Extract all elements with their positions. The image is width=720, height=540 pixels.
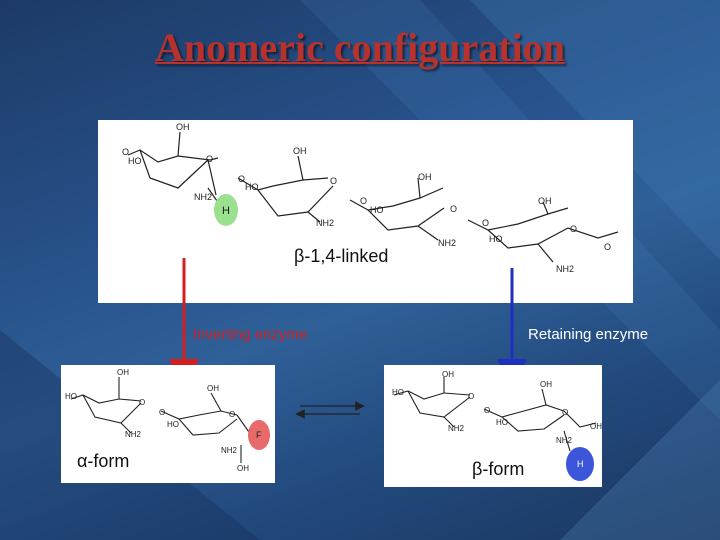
atom-nh2-4: NH2 — [556, 264, 574, 274]
retaining-enzyme-label: Retaining enzyme — [528, 326, 649, 343]
page-title: Anomeric configuration — [155, 25, 565, 70]
beta-atom-nh2-2: NH2 — [556, 436, 573, 445]
beta-atom-ho-1: HO — [392, 388, 404, 397]
atom-oh-4: OH — [538, 196, 552, 206]
atom-o-8: O — [570, 224, 577, 234]
atom-o-9: O — [604, 242, 611, 252]
beta-atom-ho-2: HO — [496, 418, 508, 427]
atom-ho-1: HO — [128, 156, 142, 166]
highlight-f-red — [248, 420, 270, 450]
alpha-atom-oh-3: OH — [237, 464, 249, 473]
atom-o-2: O — [206, 154, 213, 164]
alpha-atom-oh-2: OH — [207, 384, 219, 393]
atom-ho-3: HO — [370, 205, 384, 215]
beta-atom-o-2: O — [484, 406, 490, 415]
top-structure-panel: OH O HO O OH O HO NH2 O OH O HO NH2 O OH… — [98, 120, 633, 303]
atom-ho-4: HO — [489, 234, 503, 244]
atom-oh-1: OH — [176, 122, 190, 132]
inverting-enzyme-label: Inverting enzyme — [193, 326, 308, 343]
atom-h-green: H — [222, 205, 230, 217]
atom-o-5: O — [360, 196, 367, 206]
highlight-h-blue — [566, 447, 594, 481]
alpha-atom-ho-1: HO — [65, 392, 77, 401]
alpha-product-panel: OH HO O OH O HO NH2 O NH2 OH F α-form — [61, 365, 275, 483]
atom-o-3: O — [238, 174, 245, 184]
beta-atom-nh2-1: NH2 — [448, 424, 465, 433]
atom-nh2-2: NH2 — [316, 218, 334, 228]
atom-o-4: O — [330, 176, 337, 186]
atom-o-1: O — [122, 147, 129, 157]
atom-o-6: O — [450, 204, 457, 214]
linkage-label: β-1,4-linked — [294, 246, 389, 266]
atom-nh2-1: NH2 — [194, 192, 212, 202]
atom-f-red: F — [256, 430, 262, 440]
alpha-atom-nh2-1: NH2 — [125, 430, 142, 439]
beta-product-panel: OH HO O OH O HO NH2 O OH NH2 β-form — [384, 365, 602, 487]
beta-atom-oh-2: OH — [540, 380, 552, 389]
beta-atom-oh-3: OH — [590, 422, 602, 431]
atom-o-7: O — [482, 218, 489, 228]
alpha-atom-nh2-2: NH2 — [221, 446, 238, 455]
atom-oh-3: OH — [418, 172, 432, 182]
atom-oh-2: OH — [293, 146, 307, 156]
alpha-form-diagram: OH HO O OH O HO NH2 O NH2 OH F — [65, 368, 270, 473]
atom-h-blue: H — [577, 459, 584, 469]
atom-nh2-3: NH2 — [438, 238, 456, 248]
highlight-h-blue-wrap: H — [566, 447, 594, 481]
alpha-atom-o-2: O — [159, 408, 165, 417]
chitin-chain-diagram: OH O HO O OH O HO NH2 O OH O HO NH2 O OH… — [122, 122, 619, 274]
alpha-atom-o-1: O — [139, 398, 145, 407]
beta-form-label: β-form — [472, 459, 525, 479]
highlight-h-green — [214, 194, 238, 226]
alpha-atom-ho-2: HO — [167, 420, 179, 429]
beta-atom-o-1: O — [468, 392, 474, 401]
alpha-form-label: α-form — [77, 451, 130, 471]
beta-form-diagram: OH HO O OH O HO NH2 O OH NH2 — [392, 370, 602, 452]
alpha-atom-o-3: O — [229, 410, 235, 419]
beta-atom-oh-1: OH — [442, 370, 454, 379]
alpha-atom-oh-1: OH — [117, 368, 129, 377]
beta-atom-o-3: O — [562, 408, 568, 417]
atom-ho-2: HO — [245, 182, 259, 192]
